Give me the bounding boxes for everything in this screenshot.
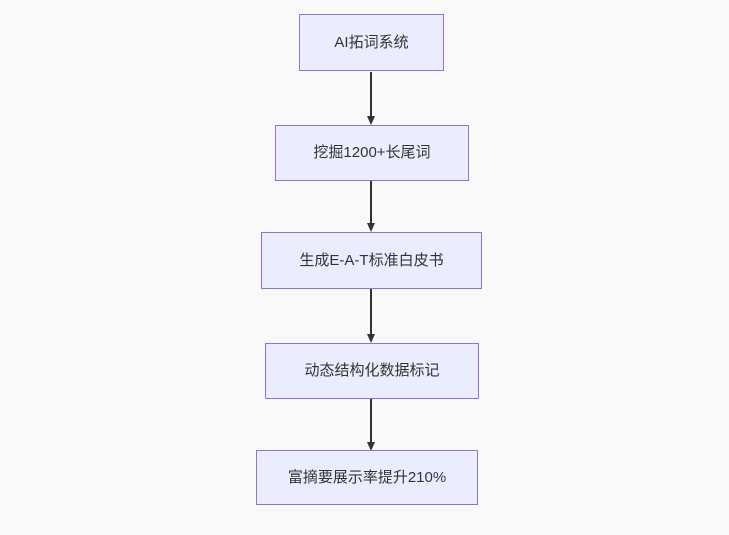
flow-node-label: 富摘要展示率提升210% [287, 468, 447, 486]
flow-edge-line [370, 72, 372, 116]
flow-edge-line [370, 399, 372, 442]
flow-node-label: 生成E-A-T标准白皮书 [299, 251, 444, 269]
arrow-down-icon [366, 116, 375, 125]
flow-node-eat-whitepaper: 生成E-A-T标准白皮书 [261, 232, 482, 289]
flow-node-rich-snippet-result: 富摘要展示率提升210% [256, 450, 478, 505]
flow-node-longtail-keywords: 挖掘1200+长尾词 [275, 125, 469, 181]
arrow-down-icon [366, 223, 375, 232]
flow-node-label: AI拓词系统 [334, 33, 409, 51]
flow-node-label: 动态结构化数据标记 [304, 362, 440, 379]
flow-node-ai-system: AI拓词系统 [299, 14, 444, 71]
flow-node-label: 挖掘1200+长尾词 [313, 144, 431, 161]
flow-edge-line [370, 289, 372, 334]
flow-node-structured-data: 动态结构化数据标记 [265, 343, 479, 399]
arrow-down-icon [366, 442, 375, 451]
flow-edge-line [370, 181, 372, 223]
arrow-down-icon [366, 334, 375, 343]
